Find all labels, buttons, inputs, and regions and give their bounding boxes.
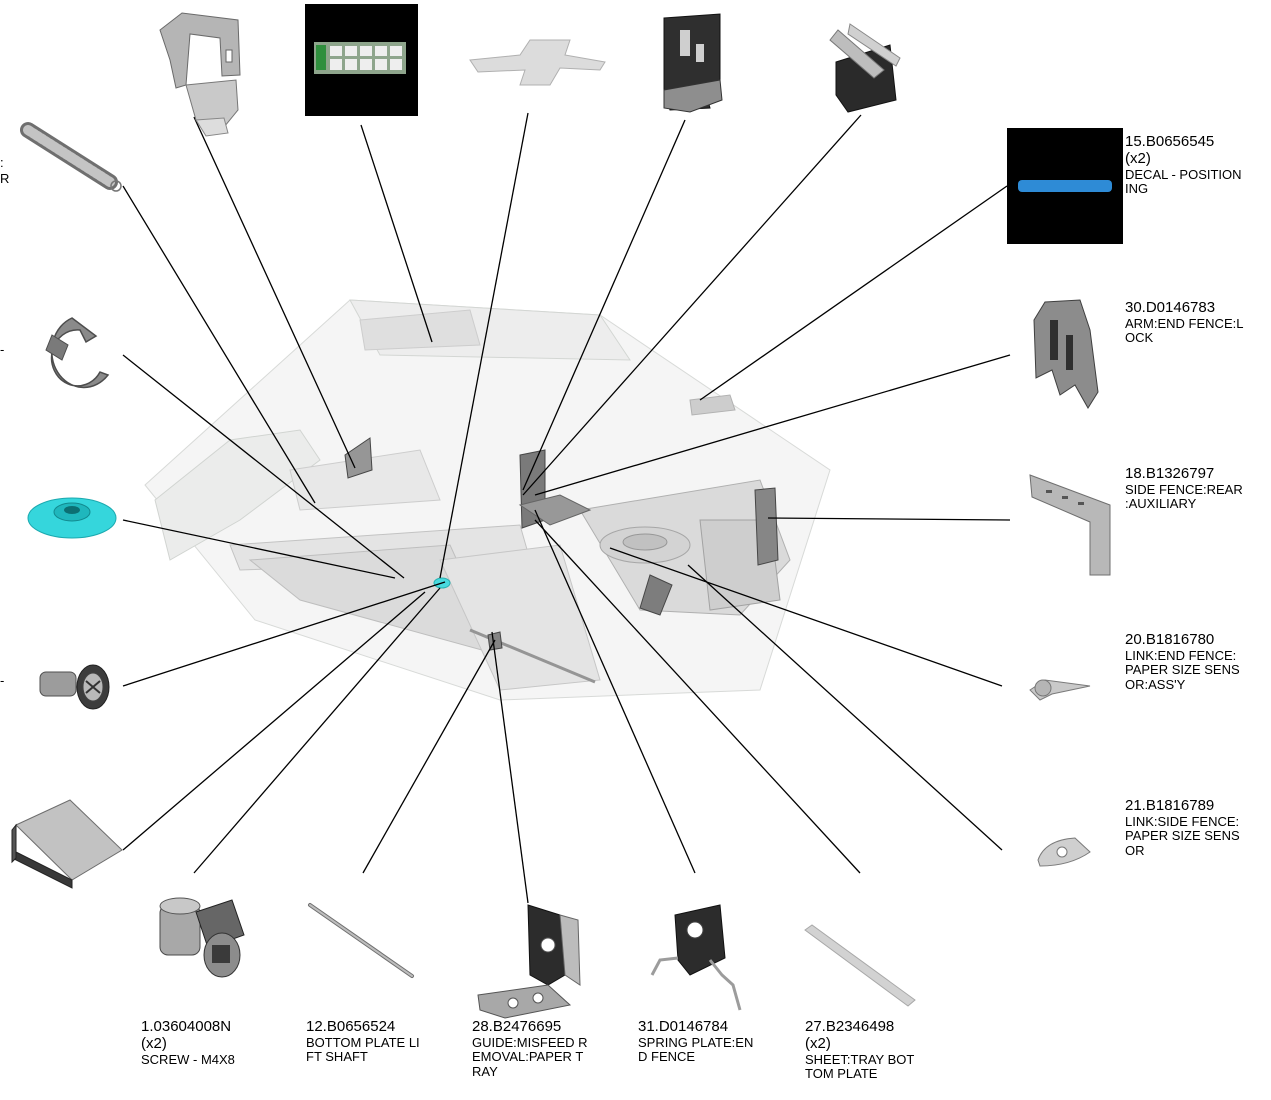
- side-fence-front-part: [829, 23, 901, 113]
- part-number: 28.B2476695: [472, 1018, 562, 1035]
- leader-screw-left: [122, 581, 446, 687]
- cropped-label-fragment-spring-1: :: [0, 155, 4, 170]
- leader-label-sheet: [360, 124, 433, 343]
- label-part-12: 12.B0656524 BOTTOM PLATE LI FT SHAFT: [306, 1018, 420, 1065]
- part-description-line2: PAPER SIZE SENS: [1125, 662, 1240, 678]
- leader-side-fence-rear: [767, 517, 1011, 521]
- bottom-plate-lift-shaft-part: [308, 903, 414, 978]
- bracket-left-part: [11, 799, 123, 889]
- leader-side-clip-top: [193, 116, 356, 469]
- link-end-fence-part: [1029, 679, 1091, 701]
- part-description-line1: DECAL - POSITION: [1125, 166, 1242, 182]
- e-clip-part: [45, 317, 110, 389]
- leader-guide: [491, 631, 529, 904]
- part-number: 21.B1816789: [1125, 797, 1215, 814]
- part-description-line1: SHEET:TRAY BOT: [805, 1051, 915, 1067]
- paper-tray-assembly: [144, 299, 831, 701]
- part-description-line2: D FENCE: [638, 1049, 696, 1065]
- cropped-label-fragment-eclip: -: [0, 342, 5, 357]
- part-description-line2: PAPER SIZE SENS: [1125, 828, 1240, 844]
- label-part-21: 21.B1816789 LINK:SIDE FENCE: PAPER SIZE …: [1125, 797, 1240, 858]
- part-description-line1: BOTTOM PLATE LI: [306, 1034, 420, 1050]
- label-part-31: 31.D0146784 SPRING PLATE:EN D FENCE: [638, 1018, 754, 1065]
- part-description-line2: FT SHAFT: [306, 1049, 368, 1065]
- screw-left-part: [39, 664, 110, 710]
- leader-spring: [122, 185, 316, 504]
- link-side-fence-part: [1037, 837, 1091, 867]
- leader-sheet-tray: [534, 519, 861, 874]
- leader-bracket-left: [122, 591, 426, 851]
- part-description-line2: TOM PLATE: [805, 1066, 878, 1082]
- washer-part: [27, 497, 117, 539]
- label-sheet-part: [305, 4, 418, 116]
- leader-eclip: [122, 354, 405, 579]
- leader-end-fence-lock-top: [522, 119, 686, 491]
- side-fence-rear-aux-part: [1029, 474, 1111, 576]
- part-description-line2: EMOVAL:PAPER T: [472, 1049, 584, 1065]
- part-description-line1: LINK:END FENCE:: [1125, 647, 1237, 663]
- part-description-line1: ARM:END FENCE:L: [1125, 315, 1244, 331]
- part-description-line2: OCK: [1125, 330, 1154, 346]
- label-part-20: 20.B1816780 LINK:END FENCE: PAPER SIZE S…: [1125, 631, 1240, 692]
- part-quantity: (x2): [141, 1034, 167, 1052]
- label-part-1: 1.03604008N (x2) SCREW - M4X8: [141, 1018, 235, 1067]
- part-description-line1: SPRING PLATE:EN: [638, 1034, 754, 1050]
- part-number: 18.B1326797: [1125, 465, 1215, 482]
- part-quantity: (x2): [1125, 149, 1151, 167]
- leader-spring-plate: [534, 509, 696, 874]
- end-fence-lock-top-part: [663, 13, 723, 113]
- leader-lines: [122, 112, 1011, 904]
- leader-screw-bottom: [193, 587, 441, 874]
- part-number: 1.03604008N: [141, 1018, 232, 1035]
- tension-spring-part: [20, 122, 122, 192]
- leader-decal: [699, 185, 1008, 401]
- label-part-18: 18.B1326797 SIDE FENCE:REAR :AUXILIARY: [1125, 465, 1243, 512]
- decal-positioning-part: [1007, 128, 1123, 244]
- part-number: 30.D0146783: [1125, 299, 1216, 316]
- arm-end-fence-lock-part: [1033, 299, 1099, 409]
- label-part-15: 15.B0656545 (x2) DECAL - POSITION ING: [1125, 133, 1242, 197]
- cropped-label-fragment-screw: -: [0, 673, 5, 688]
- screw-m4x8-part: [159, 897, 245, 978]
- label-part-30: 30.D0146783 ARM:END FENCE:L OCK: [1125, 299, 1244, 346]
- leader-side-fence-front: [522, 114, 862, 496]
- part-quantity: (x2): [805, 1034, 831, 1052]
- sheet-tray-bottom-plate-part: [804, 924, 916, 1007]
- part-description-line3: RAY: [472, 1063, 498, 1079]
- part-description-line3: OR:ASS'Y: [1125, 676, 1186, 692]
- part-description-line3: OR: [1125, 842, 1145, 858]
- leader-arm-end-fence: [534, 354, 1011, 496]
- bottom-plate-spring-part: [469, 39, 606, 86]
- part-number: 31.D0146784: [638, 1018, 729, 1035]
- part-number: 27.B2346498: [805, 1018, 895, 1035]
- label-part-28: 28.B2476695 GUIDE:MISFEED R EMOVAL:PAPER…: [472, 1018, 588, 1079]
- leader-washer: [122, 519, 396, 579]
- part-description-line2: ING: [1125, 181, 1149, 197]
- spring-plate-end-fence-part: [650, 904, 742, 1011]
- part-description-line1: LINK:SIDE FENCE:: [1125, 813, 1240, 829]
- leader-link-side-fence: [687, 564, 1003, 851]
- guide-misfeed-removal-part: [477, 904, 581, 1019]
- part-description-line2: :AUXILIARY: [1125, 496, 1197, 512]
- part-description-line1: SCREW - M4X8: [141, 1051, 235, 1067]
- leader-link-end-fence: [609, 547, 1003, 687]
- part-description-line1: SIDE FENCE:REAR: [1125, 481, 1243, 497]
- leader-shaft: [362, 639, 496, 874]
- part-description-line1: GUIDE:MISFEED R: [472, 1034, 588, 1050]
- part-number: 15.B0656545: [1125, 133, 1215, 150]
- leader-bottom-plate-spring: [439, 112, 529, 579]
- part-number: 12.B0656524: [306, 1018, 396, 1035]
- label-part-27: 27.B2346498 (x2) SHEET:TRAY BOT TOM PLAT…: [805, 1018, 915, 1082]
- cropped-label-fragment-spring-2: R: [0, 171, 10, 186]
- part-number: 20.B1816780: [1125, 631, 1215, 648]
- side-clip-part: [159, 12, 241, 137]
